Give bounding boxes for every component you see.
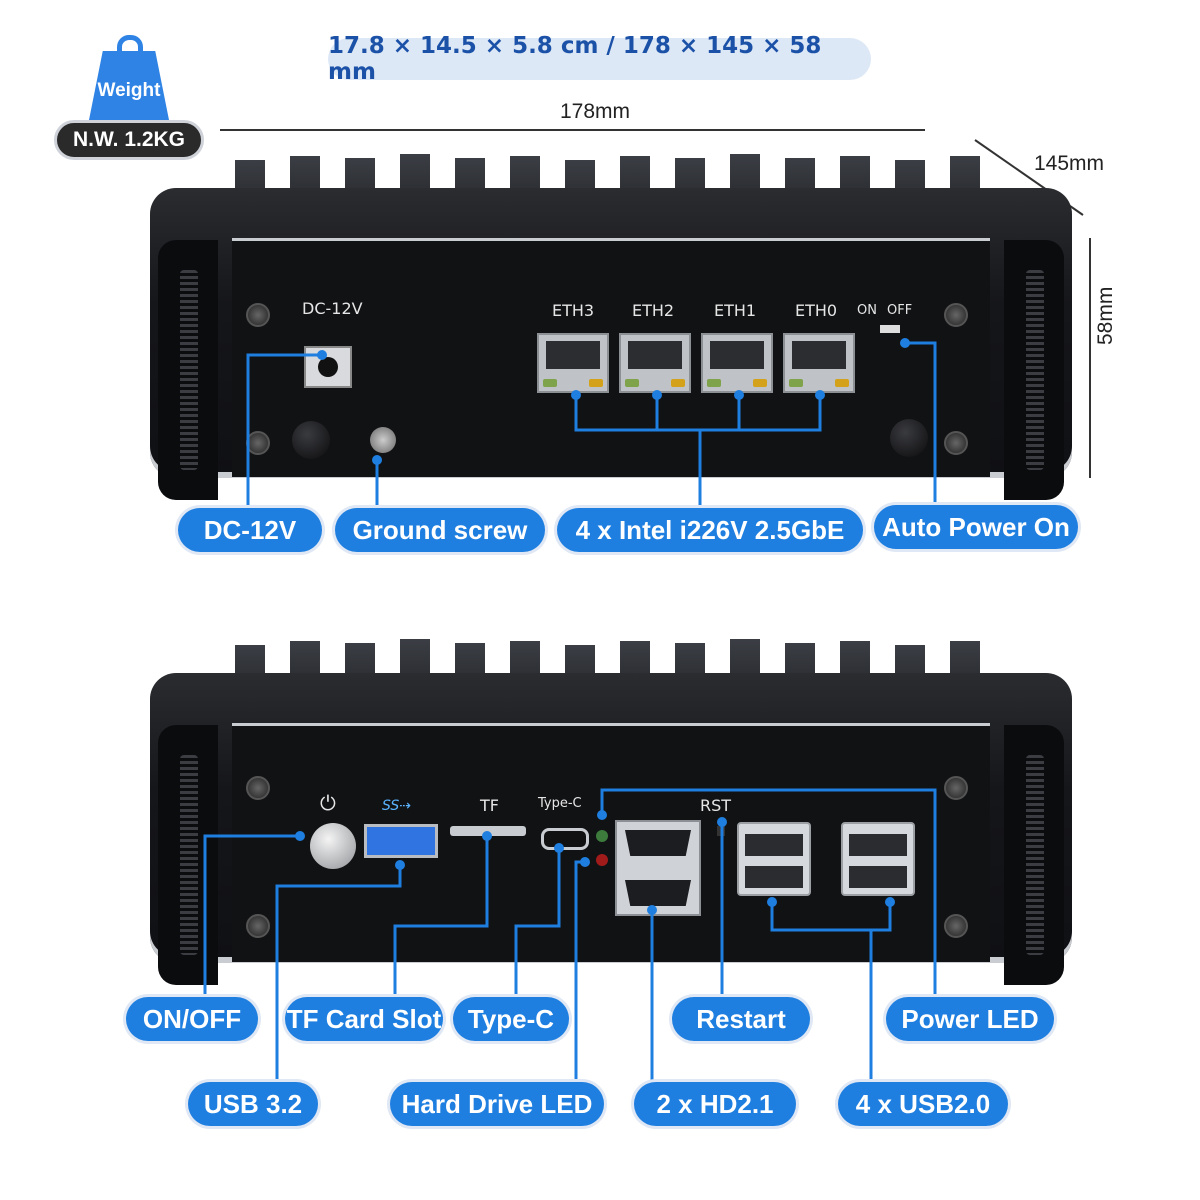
- tf-label: TF: [480, 796, 499, 815]
- usb3-logo-icon: SS⇢: [382, 798, 412, 814]
- ground-screw: [370, 427, 396, 453]
- label-tf-card-slot: TF Card Slot: [285, 997, 443, 1041]
- width-label: 145mm: [1034, 152, 1105, 175]
- label-dc-12v: DC-12V: [178, 508, 322, 552]
- label-ground-screw: Ground screw: [335, 508, 545, 552]
- label-ethernet: 4 x Intel i226V 2.5GbE: [557, 508, 863, 552]
- antenna-mount-right: [890, 419, 928, 457]
- eth1-port: [701, 333, 773, 393]
- dc-jack: [304, 346, 352, 388]
- power-led: [596, 830, 608, 842]
- weight-label: Weight: [97, 80, 161, 101]
- label-usb20: 4 x USB2.0: [838, 1082, 1008, 1126]
- switch-on-label: ON: [857, 303, 877, 318]
- label-hard-drive-led: Hard Drive LED: [390, 1082, 604, 1126]
- switch-off-label: OFF: [887, 303, 913, 318]
- eth0-port: [783, 333, 855, 393]
- power-symbol-icon: ⏻: [320, 791, 336, 815]
- usb32-port: [364, 824, 438, 858]
- label-on-off: ON/OFF: [126, 997, 258, 1041]
- auto-power-switch[interactable]: [880, 325, 900, 333]
- usb20-port-pair-1: [737, 822, 811, 896]
- label-auto-power-on: Auto Power On: [874, 505, 1078, 549]
- eth2-label: ETH2: [632, 301, 675, 320]
- dimensions-pill: 17.8 × 14.5 × 5.8 cm / 178 × 145 × 58 mm: [328, 33, 871, 85]
- eth0-label: ETH0: [795, 301, 838, 320]
- label-power-led: Power LED: [886, 997, 1054, 1041]
- power-button[interactable]: [310, 823, 356, 869]
- label-usb32: USB 3.2: [188, 1082, 318, 1126]
- label-hd21: 2 x HD2.1: [634, 1082, 796, 1126]
- eth1-label: ETH1: [714, 301, 757, 320]
- dc-port-label: DC-12V: [302, 299, 363, 318]
- weight-icon: Weight: [86, 35, 172, 127]
- eth3-label: ETH3: [552, 301, 595, 320]
- length-label: 178mm: [560, 100, 631, 123]
- tf-card-slot: [450, 826, 526, 836]
- label-type-c: Type-C: [453, 997, 569, 1041]
- label-restart: Restart: [672, 997, 810, 1041]
- net-weight-badge: N.W. 1.2KG: [54, 120, 204, 160]
- usb20-port-pair-2: [841, 822, 915, 896]
- typec-label: Type-C: [538, 796, 582, 811]
- typec-port: [541, 828, 589, 850]
- hdmi-ports: [615, 820, 701, 916]
- rst-label: RST: [700, 796, 732, 815]
- front-device: ⏻ SS⇢ TF Type-C RST: [150, 635, 1072, 985]
- antenna-mount-left: [292, 421, 330, 459]
- eth3-port: [537, 333, 609, 393]
- hdd-led: [596, 854, 608, 866]
